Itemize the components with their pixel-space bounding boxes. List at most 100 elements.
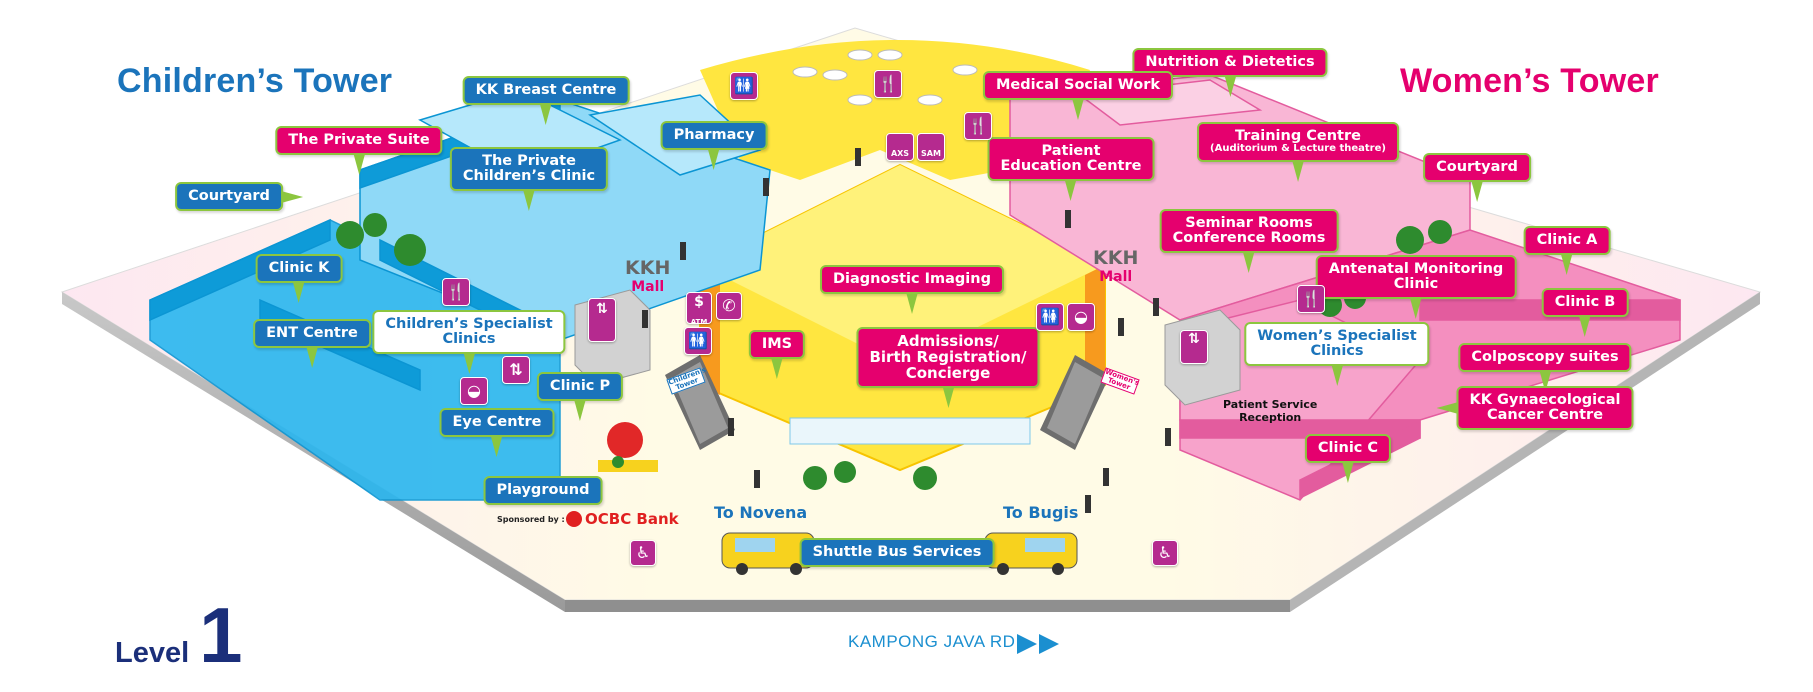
people-figures (642, 148, 1171, 513)
lift-icon[interactable]: ⇅ (502, 356, 530, 384)
label-clinic-a[interactable]: Clinic A (1523, 226, 1611, 276)
label-text-line1: Patient Service (1223, 398, 1318, 411)
pointer (574, 399, 586, 422)
food-icon[interactable]: 🍴 (442, 278, 470, 306)
label-playground[interactable]: Playground (483, 476, 603, 506)
level-number: 1 (199, 591, 243, 679)
label-text-line1: KK Gynaecological (1469, 392, 1621, 408)
to-novena-text: To Novena (714, 503, 808, 522)
label-eye-centre[interactable]: Eye Centre (439, 408, 555, 458)
nursing-room-icon[interactable]: ◒ (460, 377, 488, 405)
label-text: Pharmacy (673, 127, 755, 143)
shuttle-bus-right (984, 532, 1078, 575)
label-shuttle-bus-services[interactable]: Shuttle Bus Services (799, 538, 995, 568)
pointer (1578, 315, 1591, 338)
pointer (1072, 98, 1084, 121)
pointer (941, 386, 954, 409)
wheelchair-icon[interactable]: ♿ (1152, 540, 1178, 566)
label-text: Clinic C (1317, 440, 1379, 456)
restroom-icon[interactable]: 🚻 (1036, 303, 1064, 331)
label-text: ENT Centre (266, 325, 358, 341)
label-text: The Private Suite (288, 132, 430, 148)
sam-machine-icon[interactable]: SAM (917, 133, 945, 161)
lift-arrows-icon: ⇅ (1188, 331, 1200, 347)
lift-icon[interactable]: ⇅ (588, 298, 616, 342)
food-icon[interactable]: 🍴 (1297, 285, 1325, 313)
label-clinic-c[interactable]: Clinic C (1304, 434, 1392, 484)
nursing-room-icon[interactable]: ◒ (1067, 303, 1095, 331)
food-icon[interactable]: 🍴 (874, 70, 902, 98)
label-text-line1: Admissions/ (897, 332, 999, 350)
label-text: Colposcopy suites (1471, 349, 1619, 365)
restroom-icon[interactable]: 🚻 (730, 72, 758, 100)
axs-machine-icon[interactable]: AXS (886, 133, 914, 161)
pointer (292, 281, 305, 304)
pointer (1331, 364, 1343, 387)
label-kk-breast-centre[interactable]: KK Breast Centre (462, 76, 630, 126)
pointer (1291, 159, 1304, 182)
label-text: IMS (761, 336, 793, 352)
wheelchair-icon[interactable]: ♿ (630, 540, 656, 566)
phone-icon[interactable]: ✆ (716, 292, 742, 320)
label-text-line1: Antenatal Monitoring (1328, 261, 1504, 277)
ocbc-logo-text: OCBC Bank (585, 510, 679, 528)
label-womens-courtyard[interactable]: Courtyard (1423, 153, 1531, 203)
food-court-tables (792, 49, 978, 106)
label-text: Diagnostic Imaging (833, 271, 991, 287)
atm-icon[interactable]: $ATM (686, 292, 712, 326)
label-text-line2: Reception (1239, 411, 1302, 425)
label-admissions[interactable]: Admissions/Birth Registration/Concierge (856, 327, 1040, 409)
label-diagnostic-imaging[interactable]: Diagnostic Imaging (820, 265, 1004, 315)
label-clinic-k[interactable]: Clinic K (255, 254, 343, 304)
label-childrens-courtyard[interactable]: Courtyard (175, 182, 303, 212)
label-clinic-b[interactable]: Clinic B (1541, 288, 1629, 338)
restroom-icon[interactable]: 🚻 (684, 327, 712, 355)
label-text-line2: Clinic (1393, 276, 1439, 293)
label-colposcopy-suites[interactable]: Colposcopy suites (1458, 343, 1632, 393)
to-bugis-text: To Bugis (1003, 503, 1079, 522)
food-icon[interactable]: 🍴 (964, 112, 992, 140)
label-text-line2: Education Centre (1000, 158, 1142, 175)
level-indicator: Level 1 (115, 590, 243, 681)
label-text-line3: Concierge (905, 363, 991, 382)
label-text: Playground (496, 482, 590, 498)
label-clinic-p[interactable]: Clinic P (536, 372, 624, 422)
mall-text: Mall (1099, 269, 1133, 286)
womens-tower-title: Women’s Tower (1400, 62, 1659, 100)
pointer (1410, 297, 1422, 320)
ocbc-mark-icon (566, 511, 582, 527)
label-pharmacy[interactable]: Pharmacy (660, 121, 768, 171)
ocbc-logo: OCBC Bank (566, 510, 679, 528)
label-text: KK Breast Centre (475, 82, 617, 98)
sponsor-text: Sponsored by : (497, 515, 565, 524)
label-ent-centre[interactable]: ENT Centre (253, 319, 371, 369)
label-medical-social-work[interactable]: Medical Social Work (982, 71, 1174, 121)
kkh-text: KKH (1093, 247, 1139, 269)
level-word: Level (115, 637, 190, 669)
label-training-centre[interactable]: Training Centre(Auditorium & Lecture the… (1197, 122, 1399, 182)
pointer (1341, 461, 1354, 484)
label-text-line2: Clinics (442, 331, 496, 348)
label-text-line1: Children’s Specialist (385, 316, 553, 332)
label-text-line1: Women’s Specialist (1257, 328, 1417, 344)
label-subtext: (Auditorium & Lecture theatre) (1210, 143, 1386, 155)
lift-icon[interactable]: ⇅ (1180, 330, 1208, 364)
label-text-line2: Conference Rooms (1172, 230, 1326, 247)
label-ims[interactable]: IMS (748, 330, 806, 380)
pointer (305, 346, 318, 369)
label-nutrition-dietetics[interactable]: Nutrition & Dietetics (1132, 48, 1328, 98)
label-text-line2: Cancer Centre (1486, 407, 1604, 424)
label-text: Training Centre (1235, 128, 1361, 144)
pointer (491, 435, 503, 458)
label-private-suite[interactable]: The Private Suite (275, 126, 443, 176)
pointer (1065, 179, 1077, 202)
